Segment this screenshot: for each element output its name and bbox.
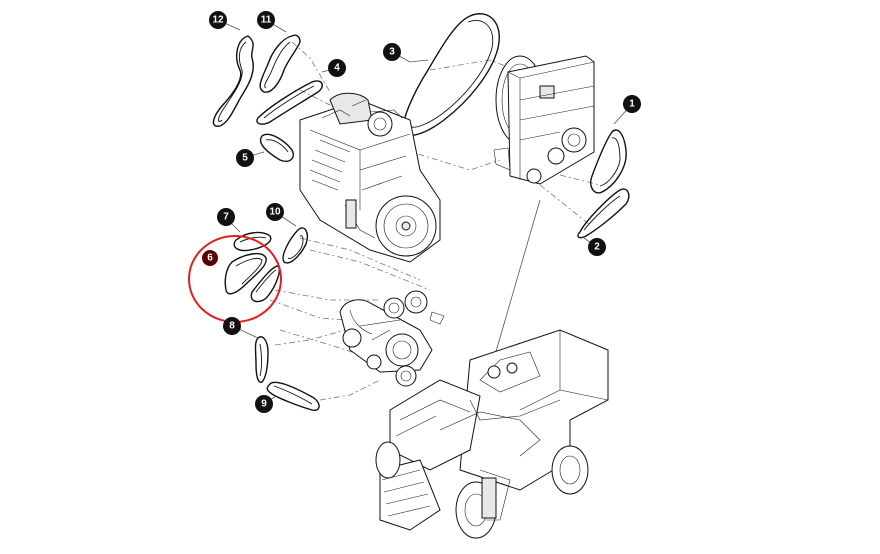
callout-label: 10 xyxy=(269,207,281,218)
radiator-unit xyxy=(493,55,595,185)
callout-3[interactable]: 3 xyxy=(383,43,401,61)
belt-6 xyxy=(224,252,280,303)
callout-label: 11 xyxy=(261,15,272,26)
engine xyxy=(299,92,441,263)
callout-11[interactable]: 11 xyxy=(257,11,275,29)
belt-8 xyxy=(254,336,269,383)
belt-9 xyxy=(266,381,320,412)
callout-label: 4 xyxy=(334,63,340,74)
belt-11 xyxy=(259,34,301,93)
callout-label: 5 xyxy=(242,153,248,164)
callout-12[interactable]: 12 xyxy=(209,11,227,29)
pulley-assembly xyxy=(339,290,445,387)
callout-label: 1 xyxy=(629,99,635,110)
belt-4 xyxy=(256,80,323,125)
callout-4[interactable]: 4 xyxy=(328,59,346,77)
belt-10 xyxy=(282,227,308,264)
callout-label: 3 xyxy=(389,47,395,58)
belt-2 xyxy=(577,188,630,239)
callout-1[interactable]: 1 xyxy=(623,95,641,113)
callout-label: 7 xyxy=(223,212,229,223)
callout-6[interactable]: 6 xyxy=(202,250,218,266)
belt-7 xyxy=(233,231,272,252)
highlight-circle xyxy=(188,235,282,323)
callout-label: 12 xyxy=(212,15,224,26)
callout-8[interactable]: 8 xyxy=(223,317,241,335)
callout-10[interactable]: 10 xyxy=(266,203,284,221)
callout-5[interactable]: 5 xyxy=(236,149,254,167)
belt-5 xyxy=(259,133,294,162)
belt-12 xyxy=(212,35,254,127)
callout-label: 2 xyxy=(594,242,600,253)
belt-3 xyxy=(402,13,500,136)
callout-label: 8 xyxy=(229,321,235,332)
combine-harvester xyxy=(375,329,609,539)
callout-label: 6 xyxy=(207,253,213,264)
callout-7[interactable]: 7 xyxy=(217,208,235,226)
callout-label: 9 xyxy=(261,399,267,410)
callout-9[interactable]: 9 xyxy=(255,395,273,413)
callout-2[interactable]: 2 xyxy=(588,238,606,256)
belt-1 xyxy=(590,129,627,194)
